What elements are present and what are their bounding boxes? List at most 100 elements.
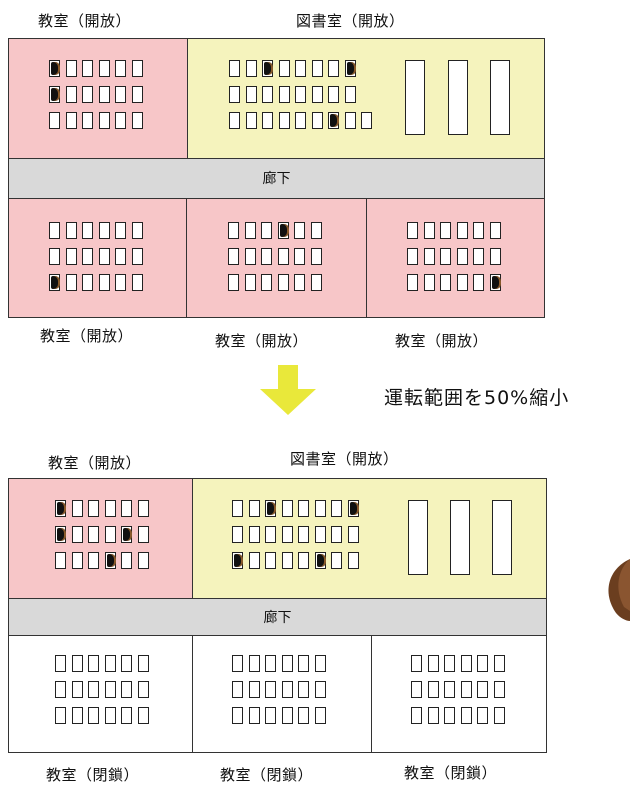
desk (115, 60, 126, 77)
desk (82, 248, 93, 265)
desk (232, 526, 243, 543)
desk (115, 222, 126, 239)
desk (228, 274, 239, 291)
desk (131, 60, 143, 77)
desk (121, 707, 132, 724)
occupied-desk (265, 500, 276, 517)
desk (311, 86, 323, 103)
desk (71, 655, 83, 672)
top-wall-lower-2 (366, 198, 367, 318)
desk (245, 60, 257, 77)
occupied-desk (277, 222, 289, 239)
desk (228, 222, 239, 239)
desk (137, 552, 149, 569)
desk (314, 655, 326, 672)
desk (440, 222, 451, 239)
desk (88, 552, 99, 569)
desk (473, 222, 484, 239)
bottom-wall-lower-1 (192, 635, 193, 753)
desk (473, 248, 484, 265)
desk (440, 248, 451, 265)
desk (278, 112, 290, 129)
desk (314, 681, 326, 698)
top-bottom-1-label: 教室（開放） (40, 327, 134, 345)
desk (71, 500, 83, 517)
desk (311, 60, 323, 77)
desk (104, 526, 116, 543)
desk (310, 248, 322, 265)
desk (423, 274, 435, 291)
desk (229, 112, 240, 129)
desk (281, 681, 293, 698)
bottom-bookshelf-3 (492, 500, 512, 575)
desk (311, 112, 323, 129)
desk (310, 222, 322, 239)
top-bottom-2-label: 教室（開放） (215, 332, 309, 350)
desk (294, 248, 305, 265)
desk (82, 222, 93, 239)
occupied-desk (489, 274, 501, 291)
desk (65, 222, 77, 239)
bottom-classroom-label: 教室（開放） (48, 454, 142, 472)
top-hallway-label: 廊下 (262, 171, 291, 187)
desk (281, 655, 293, 672)
desk (298, 655, 309, 672)
top-classroom-desk-grid (49, 60, 143, 129)
desk (295, 112, 306, 129)
bottom-hall-edge-bottom (8, 635, 547, 636)
desk (98, 112, 110, 129)
desk (82, 86, 93, 103)
desk (137, 500, 149, 517)
desk (427, 655, 439, 672)
desk (295, 60, 306, 77)
desk (49, 222, 60, 239)
desk (228, 248, 239, 265)
occupied-desk (232, 552, 243, 569)
top-bottom-2-desk-grid (228, 222, 322, 291)
desk (298, 552, 309, 569)
desk (456, 248, 468, 265)
desk (440, 274, 451, 291)
desk (131, 86, 143, 103)
bottom-bookshelf-2 (450, 500, 470, 575)
desk (98, 60, 110, 77)
desk (298, 500, 309, 517)
down-arrow-icon (260, 365, 316, 415)
occupied-desk (55, 526, 66, 543)
desk (82, 112, 93, 129)
desk (281, 526, 293, 543)
top-bottom-3-label: 教室（開放） (395, 332, 489, 350)
top-classroom-bottom-2 (187, 198, 366, 318)
bottom-wall-lower-2 (371, 635, 372, 753)
desk (423, 222, 435, 239)
desk (477, 681, 488, 698)
bottom-hallway: 廊下 (8, 598, 547, 635)
desk (489, 222, 501, 239)
desk (115, 274, 126, 291)
desk (104, 681, 116, 698)
desk (423, 248, 435, 265)
desk (331, 552, 342, 569)
desk (248, 500, 260, 517)
desk (49, 112, 60, 129)
desk (232, 500, 243, 517)
desk (411, 655, 422, 672)
desk (104, 655, 116, 672)
bottom-library-desk-grid (232, 500, 359, 569)
desk (245, 112, 257, 129)
desk (229, 86, 240, 103)
top-bookshelf-3 (490, 60, 510, 135)
desk (407, 248, 418, 265)
desk (121, 655, 132, 672)
desk (298, 707, 309, 724)
desk (278, 60, 290, 77)
desk (55, 681, 66, 698)
desk (98, 274, 110, 291)
desk (248, 526, 260, 543)
desk (261, 274, 272, 291)
desk (444, 707, 455, 724)
desk (477, 655, 488, 672)
desk (310, 274, 322, 291)
desk (456, 222, 468, 239)
desk (71, 526, 83, 543)
